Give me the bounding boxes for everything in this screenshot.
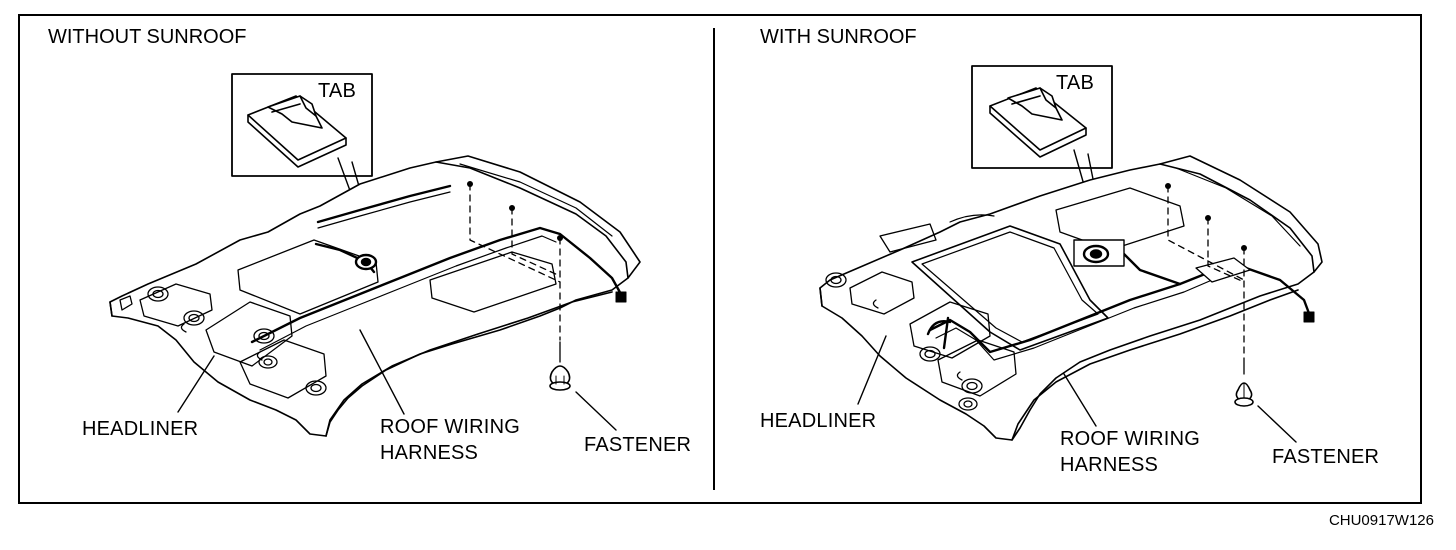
headliner-label-right: HEADLINER: [760, 410, 877, 432]
fastener-label-right: FASTENER: [1272, 446, 1380, 468]
fastener-icon-left: [550, 366, 570, 390]
fastener-guides-right: [1168, 186, 1244, 358]
diagram-frame: [18, 14, 1422, 504]
roof-wiring-harness-right: [928, 240, 1314, 360]
headliner-leader-left: [178, 356, 214, 412]
sunroof-opening: [912, 226, 1108, 350]
figure-code: CHU0917W126: [1328, 512, 1434, 529]
headliner-with-sunroof-drawing: [820, 66, 1322, 442]
harness-label-right-line1: ROOF WIRING: [1060, 428, 1200, 450]
tab-detail-icon-right: [990, 88, 1086, 157]
fastener-icon-right: [1235, 383, 1253, 406]
panel-divider: [713, 28, 715, 490]
panel-title-with-sunroof: WITH SUNROOF: [760, 26, 917, 48]
center-pad-left: [238, 240, 378, 314]
tab-callout-box-left: [232, 74, 372, 176]
headliner-leader-right: [858, 336, 886, 404]
harness-leader-left: [360, 330, 404, 414]
harness-label-left-line2: HARNESS: [380, 442, 479, 464]
fastener-leader-left: [576, 392, 616, 430]
tab-callout-box-right: [972, 66, 1112, 168]
harness-label-right-line2: HARNESS: [1060, 454, 1159, 476]
tab-detail-icon-left: [248, 96, 346, 167]
tab-label-left: TAB: [318, 80, 357, 102]
headliner-without-sunroof-drawing: [110, 74, 640, 436]
headliner-outline-left: [110, 156, 640, 436]
visor-recesses-left: [120, 284, 326, 398]
fastener-leader-right: [1258, 406, 1296, 442]
panel-title-without-sunroof: WITHOUT SUNROOF: [48, 26, 247, 48]
fastener-label-left: FASTENER: [584, 434, 692, 456]
harness-label-left-line1: ROOF WIRING: [380, 416, 520, 438]
headliner-label-left: HEADLINER: [82, 418, 199, 440]
roof-wiring-harness-left: [252, 186, 626, 350]
tab-label-right: TAB: [1056, 72, 1095, 94]
harness-leader-right: [1064, 374, 1096, 426]
rear-pad-right: [1056, 188, 1184, 250]
fastener-guides-left: [470, 184, 560, 340]
